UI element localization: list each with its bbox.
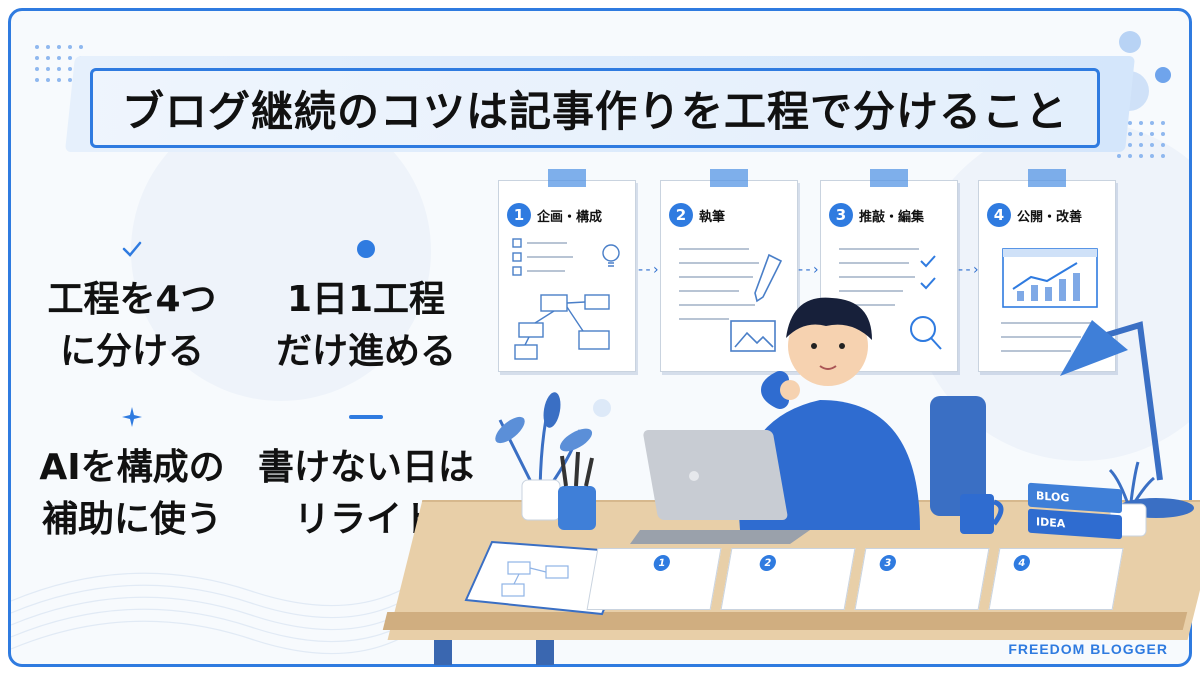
step-label: 公開・改善 bbox=[1017, 209, 1083, 225]
step-label: 推敲・編集 bbox=[859, 209, 925, 225]
chair-icon bbox=[930, 396, 986, 516]
tape bbox=[710, 169, 748, 187]
desk-sheet-2: 2 bbox=[720, 548, 856, 610]
desk-sheet-1: 1 bbox=[586, 548, 722, 610]
tip-text: 工程を4つ に分ける bbox=[47, 279, 217, 372]
edit-check-illustration bbox=[839, 248, 942, 350]
tip-split-steps: 工程を4つ に分ける bbox=[22, 236, 242, 378]
writing-illustration bbox=[679, 248, 783, 352]
notebook-icon bbox=[464, 540, 630, 616]
book-blog: BLOG bbox=[1028, 482, 1122, 514]
brand-label: FREEDOM BLOGGER bbox=[1008, 641, 1168, 657]
dash-icon bbox=[256, 404, 476, 430]
book-label: BLOG bbox=[1036, 489, 1070, 505]
desk-sheet-4: 4 bbox=[988, 548, 1124, 610]
books-stack: BLOG IDEA bbox=[1028, 482, 1122, 540]
pen-cup-icon bbox=[558, 451, 596, 530]
analytics-illustration bbox=[1001, 248, 1098, 352]
bg-dot-2 bbox=[1155, 67, 1171, 83]
desk-step-number: 3 bbox=[878, 555, 898, 571]
step-number: 3 bbox=[829, 203, 853, 227]
tape bbox=[548, 169, 586, 187]
sparkle-icon bbox=[22, 404, 242, 430]
tip-text: 書けない日は リライト bbox=[257, 447, 474, 540]
tip-rewrite: 書けない日は リライト bbox=[256, 404, 476, 546]
desk-sheet-3: 3 bbox=[854, 548, 990, 610]
checklist-mindmap-illustration bbox=[512, 238, 620, 360]
bg-dot-4 bbox=[593, 399, 611, 417]
page-title: ブログ継続のコツは記事作りを工程で分けること bbox=[121, 86, 1068, 136]
tip-text: 1日1工程 だけ進める bbox=[275, 279, 456, 372]
laptop-icon bbox=[630, 430, 810, 544]
step-number: 1 bbox=[507, 203, 531, 227]
arrow-step-1-2: - - › bbox=[638, 262, 659, 278]
check-icon bbox=[22, 236, 242, 262]
step-label: 企画・構成 bbox=[537, 209, 603, 225]
tip-one-step-a-day: 1日1工程 だけ進める bbox=[256, 236, 476, 378]
tip-use-ai: AIを構成の 補助に使う bbox=[22, 404, 242, 546]
step-number: 4 bbox=[987, 203, 1011, 227]
book-idea: IDEA bbox=[1028, 508, 1122, 540]
arrow-step-3-4: - - › bbox=[958, 262, 979, 278]
step-sheet-2: 2 執筆 bbox=[660, 169, 798, 372]
desk-step-number: 4 bbox=[1012, 555, 1032, 571]
tip-text: AIを構成の 補助に使う bbox=[39, 447, 225, 540]
step-label: 執筆 bbox=[699, 209, 726, 225]
dot-icon bbox=[256, 236, 476, 262]
step-number: 2 bbox=[669, 203, 693, 227]
desk-step-sheets: 1 2 3 4 bbox=[586, 546, 1124, 616]
step-sheet-1: 1 企画・構成 bbox=[498, 169, 636, 372]
tape bbox=[1028, 169, 1066, 187]
desk-step-number: 1 bbox=[652, 555, 672, 571]
tape bbox=[870, 169, 908, 187]
book-label: IDEA bbox=[1036, 515, 1066, 531]
mug-icon bbox=[960, 494, 1004, 534]
bg-dot-1 bbox=[1119, 31, 1141, 53]
arrow-step-2-3: - - › bbox=[798, 262, 819, 278]
person-illustration bbox=[495, 297, 1194, 544]
title-box bbox=[90, 68, 1100, 148]
step-sheet-4: 4 公開・改善 bbox=[978, 169, 1116, 372]
desk-step-number: 2 bbox=[758, 555, 778, 571]
plant-icon bbox=[495, 392, 593, 521]
